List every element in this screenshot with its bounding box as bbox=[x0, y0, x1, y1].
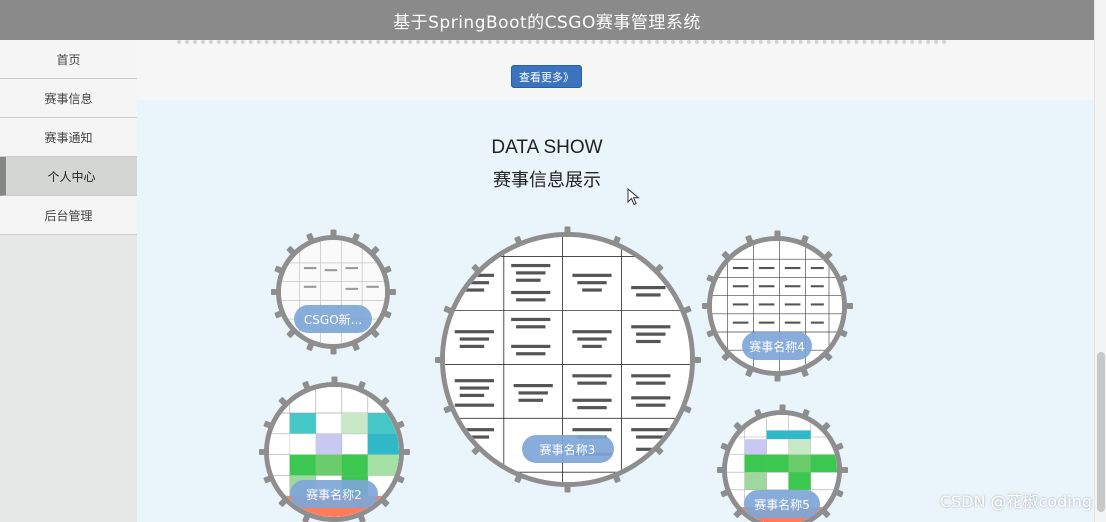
match-card-4[interactable]: 赛事名称4 bbox=[701, 230, 853, 382]
match-card-5[interactable]: 赛事名称5 bbox=[716, 404, 848, 522]
top-header: 基于SpringBoot的CSGO赛事管理系统 bbox=[0, 0, 1094, 40]
ring-tick bbox=[564, 226, 571, 236]
match-card-1[interactable]: CSGO新... bbox=[270, 229, 396, 355]
sidebar-empty-area bbox=[0, 235, 137, 522]
ring-tick bbox=[774, 230, 780, 240]
card-label: 赛事名称2 bbox=[290, 480, 378, 508]
ring-tick bbox=[270, 289, 280, 295]
ring-tick bbox=[838, 467, 848, 473]
sidebar-nav: 首页 赛事信息 赛事通知 个人中心 后台管理 bbox=[0, 40, 137, 522]
ring-tick bbox=[691, 356, 701, 363]
ring-tick bbox=[330, 229, 336, 239]
ring-tick bbox=[400, 449, 410, 455]
sidebar-item-label: 首页 bbox=[56, 52, 81, 67]
view-more-button[interactable]: 查看更多》 bbox=[511, 65, 582, 88]
sidebar-item-label: 个人中心 bbox=[47, 169, 96, 184]
sidebar-item-label: 后台管理 bbox=[44, 208, 93, 223]
ring-tick bbox=[331, 376, 337, 386]
ring-tick bbox=[302, 512, 312, 522]
card-label: 赛事名称3 bbox=[521, 435, 614, 463]
sidebar-item-personal-center[interactable]: 个人中心 bbox=[0, 157, 137, 196]
sidebar-item-home[interactable]: 首页 bbox=[0, 40, 137, 79]
match-card-3[interactable]: 赛事名称3 bbox=[434, 226, 701, 493]
ring-tick bbox=[258, 449, 268, 455]
page-title: 基于SpringBoot的CSGO赛事管理系统 bbox=[393, 12, 701, 33]
card-label: CSGO新... bbox=[294, 305, 372, 333]
ring-tick bbox=[716, 467, 726, 473]
dotted-divider bbox=[177, 40, 947, 46]
ring-tick bbox=[331, 518, 337, 522]
match-card-2[interactable]: 赛事名称2 bbox=[258, 376, 410, 522]
ring-tick bbox=[330, 345, 336, 355]
section-title-cn: 赛事信息展示 bbox=[493, 170, 601, 191]
sidebar-item-admin[interactable]: 后台管理 bbox=[0, 196, 137, 235]
ring-tick bbox=[779, 404, 785, 414]
scrollbar-thumb[interactable] bbox=[1097, 352, 1105, 512]
card-label: 赛事名称5 bbox=[744, 490, 820, 518]
ring-tick bbox=[386, 289, 396, 295]
card-image bbox=[440, 232, 695, 487]
ring-tick bbox=[564, 483, 571, 493]
ring-tick bbox=[774, 372, 780, 382]
vertical-scrollbar[interactable] bbox=[1094, 0, 1106, 522]
mouse-cursor-icon bbox=[627, 188, 640, 206]
sidebar-item-match-notice[interactable]: 赛事通知 bbox=[0, 118, 137, 157]
ring-tick bbox=[843, 303, 853, 309]
watermark: CSDN @花椒coding bbox=[939, 492, 1092, 511]
sidebar-item-label: 赛事信息 bbox=[44, 91, 93, 106]
section-title-en: DATA SHOW bbox=[491, 137, 603, 158]
data-show-section: DATA SHOW 赛事信息展示 CSGO新. bbox=[137, 100, 1094, 522]
ring-tick bbox=[434, 356, 444, 363]
sidebar-item-match-info[interactable]: 赛事信息 bbox=[0, 79, 137, 118]
card-label: 赛事名称4 bbox=[742, 332, 812, 360]
ring-tick bbox=[701, 303, 711, 309]
main-content: 查看更多》 DATA SHOW 赛事信息展示 bbox=[137, 40, 1094, 522]
sidebar-item-label: 赛事通知 bbox=[44, 130, 93, 145]
